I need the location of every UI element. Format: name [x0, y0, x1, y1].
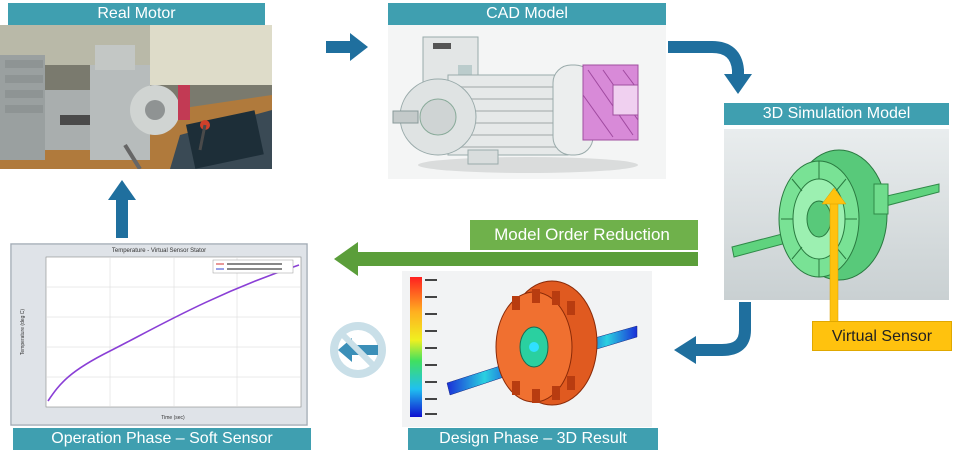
cad-model-label: CAD Model [388, 3, 666, 25]
plot-xlabel: Time (sec) [161, 415, 185, 421]
operation-phase-plot: Temperature - Virtual Sensor Stator Time… [10, 243, 308, 426]
no-reverse-flow-icon [330, 322, 386, 378]
arrow-curve-down-icon [668, 41, 752, 94]
operation-phase-label: Operation Phase – Soft Sensor [13, 428, 311, 450]
design-phase-label: Design Phase – 3D Result [408, 428, 658, 450]
cad-model-render [388, 25, 666, 179]
arrow-up-icon [108, 180, 136, 238]
plot-title: Temperature - Virtual Sensor Stator [112, 248, 206, 254]
model-order-reduction-label: Model Order Reduction [494, 225, 670, 244]
design-phase-render [402, 271, 652, 427]
arrow-curve-left-icon [674, 302, 751, 364]
sim-model-label: 3D Simulation Model [724, 103, 949, 125]
sim-model-render [724, 129, 949, 300]
arrow-right-icon [326, 33, 368, 61]
plot-ylabel: Temperature (deg C) [20, 309, 26, 355]
real-motor-label: Real Motor [8, 3, 265, 25]
virtual-sensor-label: Virtual Sensor [812, 321, 952, 351]
real-motor-photo [0, 25, 272, 169]
